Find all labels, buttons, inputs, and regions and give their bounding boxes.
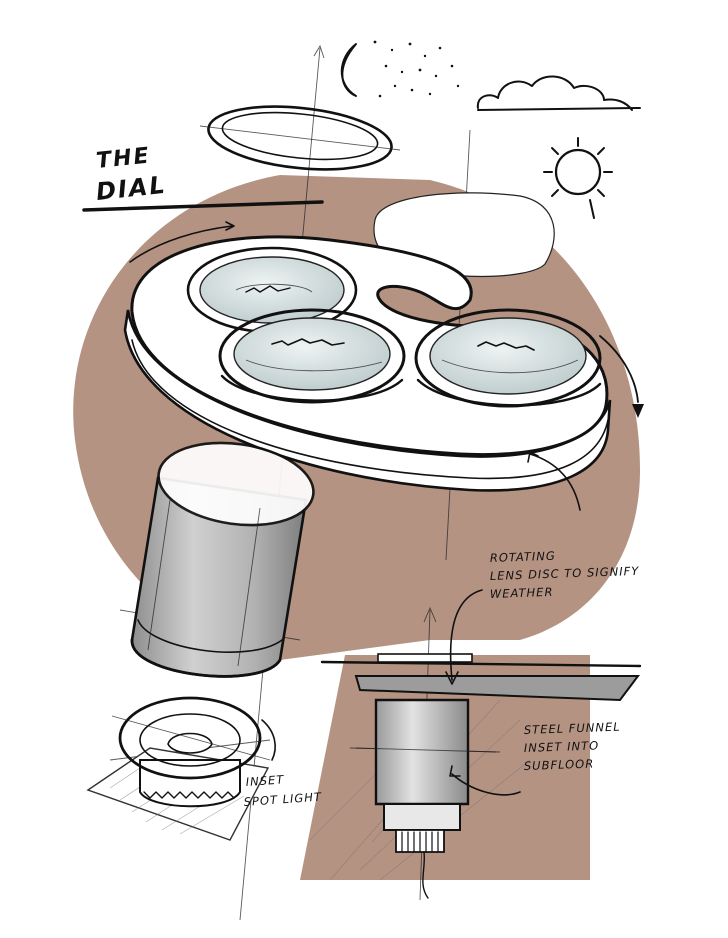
lens-right — [414, 308, 602, 408]
funnel-body — [374, 698, 470, 806]
cloud-icon — [476, 75, 633, 111]
rotation-arrows — [129, 221, 644, 511]
annotation-funnel-line-2: INSET INTO — [524, 738, 600, 755]
top-ring — [199, 105, 401, 171]
steel-funnel — [309, 653, 642, 899]
annotation-rotating-line-2: LENS DISC TO SIGNIFY — [490, 564, 640, 583]
annotation-rotating-disc: ROTATING LENS DISC TO SIGNIFY WEATHER — [445, 549, 640, 685]
stars-icon — [373, 40, 460, 98]
lens-center — [218, 308, 406, 404]
title-line-2: DIAL — [95, 171, 168, 206]
support-cylinder — [130, 441, 315, 678]
annotation-rotating-line-1: ROTATING — [490, 549, 556, 565]
floor-line-upper — [320, 660, 642, 668]
moon-icon — [340, 43, 357, 97]
annotation-rotating-line-3: WEATHER — [490, 585, 554, 601]
annotation-funnel-line-1: STEEL FUNNEL — [524, 720, 621, 737]
weather-icons — [340, 40, 641, 219]
title-line-1: THE — [95, 143, 152, 174]
floor-slab — [354, 675, 640, 702]
sun-icon — [543, 137, 613, 219]
annotation-spot-line-2: SPOT LIGHT — [243, 790, 322, 809]
floor-cap — [377, 653, 473, 663]
title-underline — [82, 200, 324, 212]
annotation-funnel-line-3: SUBFLOOR — [524, 757, 595, 773]
annotation-spot-line-1: INSET — [245, 772, 284, 789]
annotation-spot-light: INSET SPOT LIGHT — [243, 772, 322, 809]
funnel-collar — [383, 803, 461, 831]
spot-light — [86, 696, 276, 841]
annotation-steel-funnel: STEEL FUNNEL INSET INTO SUBFLOOR — [449, 720, 621, 796]
